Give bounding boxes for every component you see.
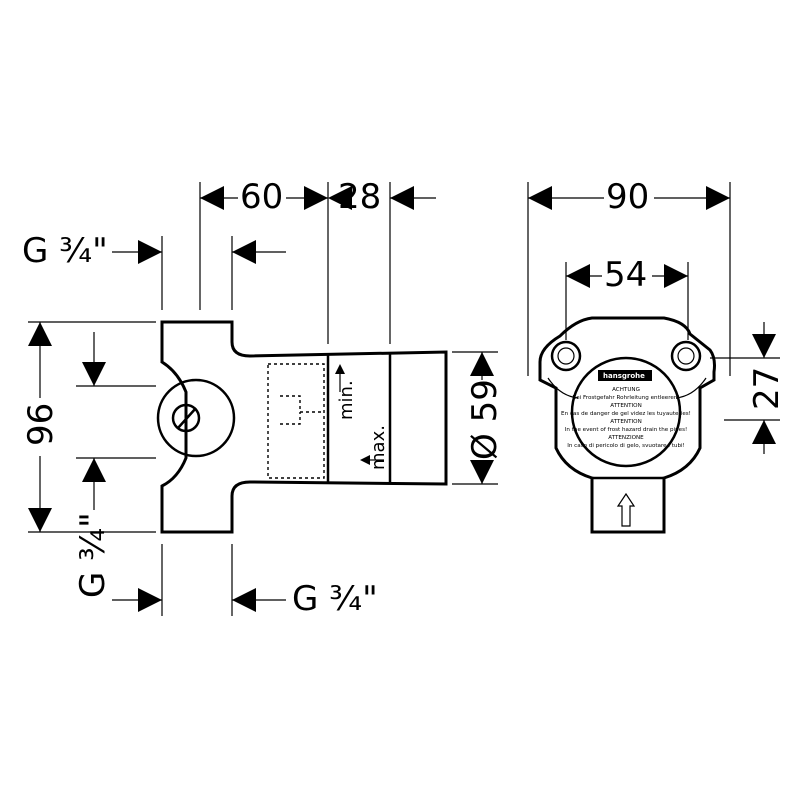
dim-28-arrow-left [328, 186, 352, 210]
protective-cap [570, 356, 682, 468]
dim-54-text: 54 [604, 255, 647, 295]
dim-27-arrow-top [752, 334, 776, 358]
thread-top-text: G ¾" [22, 231, 108, 271]
mount-hole-right [670, 340, 702, 372]
max-arrow [360, 455, 370, 465]
dim-54-arrow-left [566, 264, 590, 288]
brand-logo-box [598, 370, 652, 381]
brand-logo: hansgrohe [603, 372, 645, 380]
max-label: max. [368, 425, 389, 470]
dim-port-arrow-top [82, 362, 106, 386]
outlet-port-inner [171, 403, 201, 433]
dim-dia-arrow-top [470, 352, 494, 376]
dim-96-arrow-bottom [28, 508, 52, 532]
dim-54-bg [602, 254, 652, 290]
valve-body-outline [160, 320, 448, 534]
front-body-outline [538, 316, 716, 534]
dim-96-arrow-top [28, 322, 52, 346]
dim-96-bg [22, 398, 58, 456]
hidden-cartridge [267, 363, 325, 479]
dim-60-text: 60 [240, 177, 283, 217]
side-view: min. max. 60 28 G ¾" [21, 176, 505, 619]
dim-90-arrow-right [706, 186, 730, 210]
dim-96-text: 96 [21, 403, 61, 446]
mount-hole-right-inner [677, 347, 695, 365]
dim-54-arrow-right [664, 264, 688, 288]
thread-left-text: G ¾" [73, 512, 113, 598]
dim-dia-text: Ø 59 [465, 379, 505, 460]
cap-line-3: ATTENTION [610, 403, 642, 409]
dim-90-bg [604, 176, 654, 212]
cap-line-2: Bei Frostgefahr Rohrleitung entleeren! [572, 395, 679, 401]
dim-27-arrow-bottom [752, 420, 776, 444]
dim-g-top-arrow-left [138, 240, 162, 264]
cap-line-6: In the event of frost hazard drain the p… [565, 427, 688, 433]
outlet-port-slash [177, 407, 197, 429]
min-label: min. [336, 380, 357, 420]
outlet-port-ring [156, 378, 236, 458]
front-view: hansgrohe ACHTUNG Bei Frostgefahr Rohrle… [527, 176, 787, 534]
cap-line-8: In caso di pericolo di gelo, svuotare i … [567, 443, 685, 449]
dim-28-text: 28 [338, 177, 381, 217]
thread-bottom-text: G ¾" [292, 579, 378, 619]
dim-bottom-arrow-left [138, 588, 162, 612]
dim-90-arrow-left [528, 186, 552, 210]
cap-line-4: En cas de danger de gel videz les tuyaut… [561, 411, 691, 417]
dim-27-text: 27 [747, 367, 787, 410]
dim-90-text: 90 [606, 177, 649, 217]
dim-dia-arrow-bottom [470, 460, 494, 484]
dim-port-arrow-bottom [82, 458, 106, 482]
cap-line-5: ATTENTION [610, 419, 642, 425]
dim-dia-bg [466, 380, 502, 460]
dim-60-arrow-left [200, 186, 224, 210]
dim-60-arrow-right [304, 186, 328, 210]
hidden-spindle [280, 395, 324, 425]
cap-line-7: ATTENZIONE [608, 435, 644, 441]
flow-arrow-icon [616, 492, 636, 527]
mount-hole-left-inner [557, 347, 575, 365]
dim-60-bg [238, 176, 286, 212]
mount-hole-left [550, 340, 582, 372]
cap-line-1: ACHTUNG [612, 387, 640, 393]
min-arrow [335, 364, 345, 374]
